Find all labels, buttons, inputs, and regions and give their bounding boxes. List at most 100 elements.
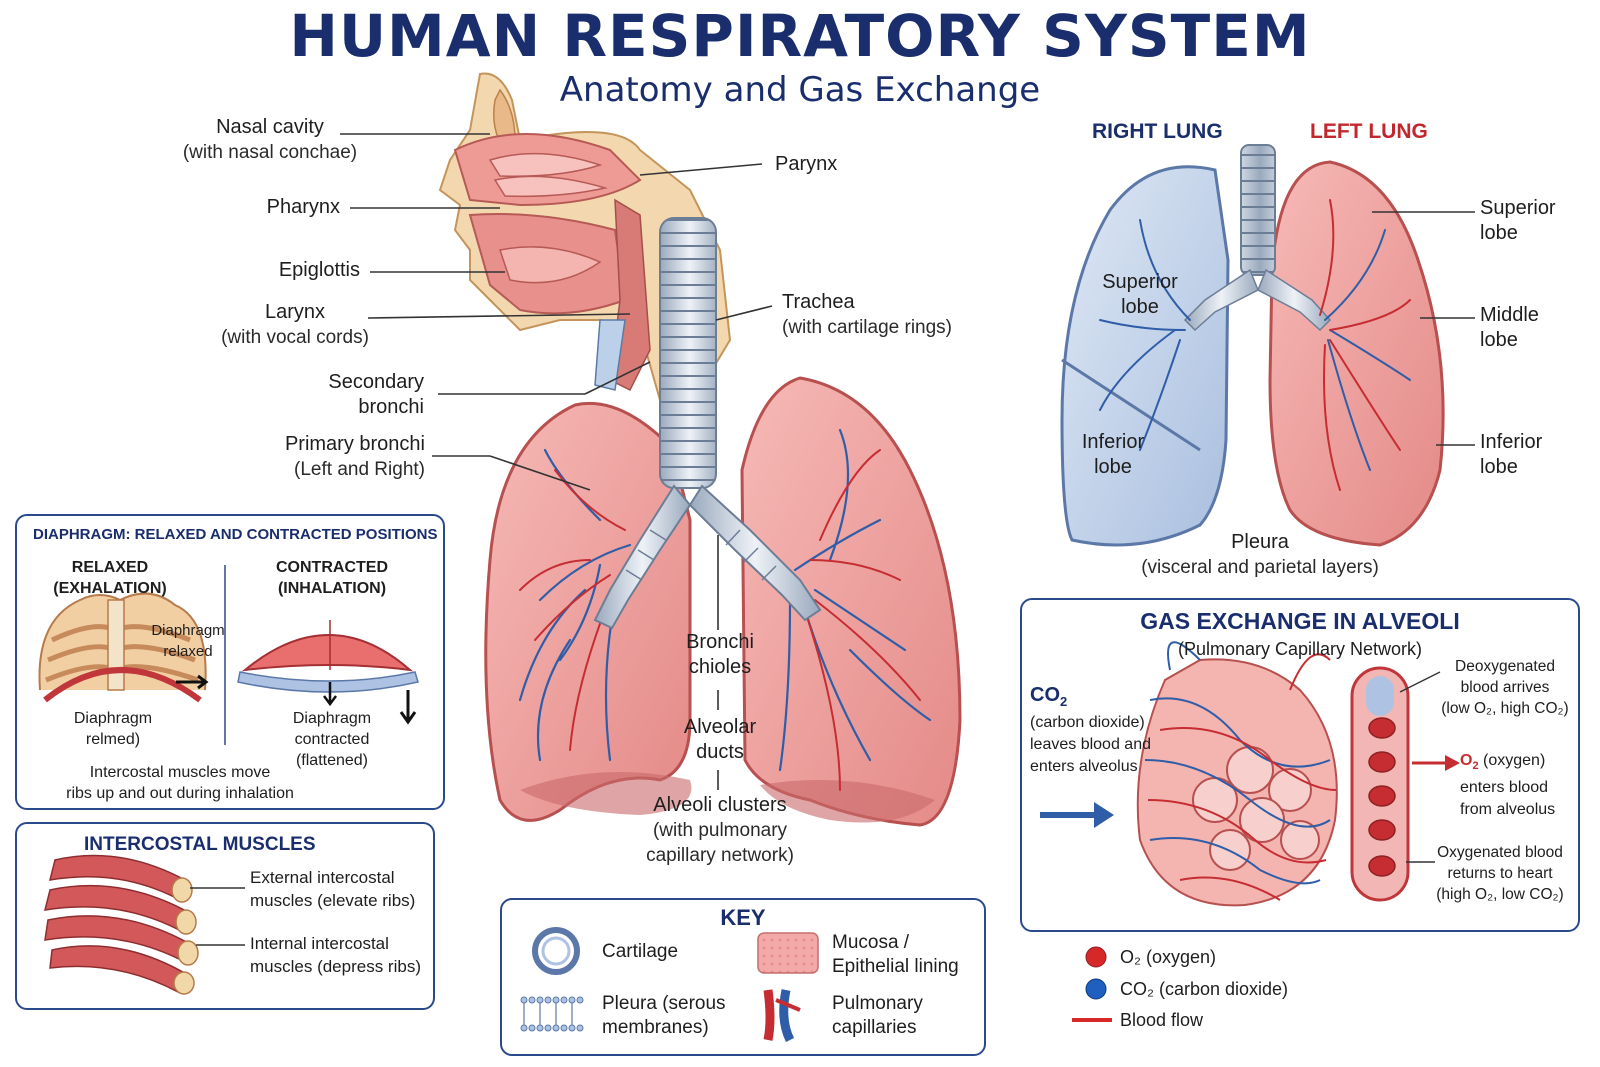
o2-line1: O2 (oxygen) xyxy=(1460,750,1555,777)
label-alveoli-line1: Alveoli clusters xyxy=(653,794,787,816)
label-left-superior-line2: lobe xyxy=(1480,222,1518,244)
leader-lines xyxy=(340,133,773,790)
right-lung-heading: RIGHT LUNG xyxy=(1092,120,1223,143)
internal-intercostal-label: Internal intercostal muscles (depress ri… xyxy=(250,932,421,978)
intercostal-panel xyxy=(15,822,435,1010)
label-secondary-bronchi: Secondary bronchi xyxy=(300,370,424,420)
label-alveolar-ducts-line1: Alveolar xyxy=(683,716,757,738)
o2-desc-line2: enters blood xyxy=(1460,779,1549,797)
legend-o2-label: O₂ (oxygen) xyxy=(1120,947,1217,967)
label-primary-bronchi-title: Primary bronchi xyxy=(284,433,425,455)
diaphragm-relaxed-label: Diaphragm relaxed xyxy=(150,620,226,662)
key-capillaries-line1: Pulmonary xyxy=(832,993,923,1014)
label-middle-lobe-line1: Middle xyxy=(1480,304,1539,326)
deoxygenated-line1: Deoxygenated xyxy=(1455,658,1555,675)
label-middle-lobe: Middle lobe xyxy=(1480,303,1539,353)
diaphragm-relmed-label: Diaphragm relmed) xyxy=(58,708,168,750)
external-intercostal-line2: muscles (elevate ribs) xyxy=(250,891,416,910)
key-capillaries-line2: capillaries xyxy=(832,1017,917,1038)
label-superior-lobe-line1: Superior xyxy=(1102,271,1178,293)
diaphragm-contracted-line1: Diaphragm xyxy=(292,710,372,727)
intercostal-note: Intercostal muscles move ribs up and out… xyxy=(40,762,320,804)
gas-exchange-title: GAS EXCHANGE IN ALVEOLI xyxy=(1140,608,1460,634)
label-left-inferior-line1: Inferior xyxy=(1480,431,1543,453)
label-nasal-cavity: Nasal cavity (with nasal conchae) xyxy=(180,115,360,165)
intercostal-note-line1: Intercostal muscles move xyxy=(89,764,271,781)
label-inferior-lobe-left-lung: Inferior lobe xyxy=(1480,430,1542,480)
legend-marks xyxy=(1072,946,1112,1022)
key-mucosa-label: Mucosa / Epithelial lining xyxy=(832,931,959,979)
head-sagittal-section xyxy=(438,72,732,402)
label-trachea-title: Trachea xyxy=(782,291,855,313)
intercostal-illustration xyxy=(43,854,245,995)
oxygenated-label: Oxygenated blood returns to heart (high … xyxy=(1430,842,1570,905)
label-primary-bronchi: Primary bronchi (Left and Right) xyxy=(265,432,425,482)
co2-subscript: 2 xyxy=(1060,694,1068,709)
label-inferior-lobe-line1: Inferior xyxy=(1081,431,1145,453)
key-mucosa-line1: Mucosa / xyxy=(832,932,910,953)
label-pleura-sub: (visceral and parietal layers) xyxy=(1141,557,1379,578)
label-alveolar-ducts-line2: ducts xyxy=(696,741,744,763)
co2-desc-line3: enters alveolus xyxy=(1030,758,1138,775)
page-subtitle: Anatomy and Gas Exchange xyxy=(559,70,1041,110)
label-nasal-cavity-sub: (with nasal conchae) xyxy=(182,142,358,163)
key-capillaries-label: Pulmonary capillaries xyxy=(832,992,923,1040)
oxygenated-line2: returns to heart xyxy=(1447,865,1553,882)
o2-desc-line1: (oxygen) xyxy=(1483,752,1546,769)
diaphragm-relmed-line2: relmed) xyxy=(85,731,141,748)
relaxed-heading-line1: RELAXED xyxy=(71,559,149,576)
co2-desc-line1: (carbon dioxide) xyxy=(1030,714,1145,731)
deoxygenated-line2: blood arrives xyxy=(1460,679,1550,696)
oxygenated-line3: (high O₂, low CO₂) xyxy=(1436,886,1564,903)
co2-desc-line2: leaves blood and xyxy=(1030,736,1151,753)
co2-heading: CO2 xyxy=(1030,684,1067,709)
key-mucosa-line2: Epithelial lining xyxy=(832,956,959,977)
key-pleura-label: Pleura (serous membranes) xyxy=(602,992,726,1040)
diaphragm-panel xyxy=(15,514,445,810)
external-intercostal-line1: External intercostal xyxy=(250,868,395,887)
intercostal-panel-title: INTERCOSTAL MUSCLES xyxy=(84,834,316,855)
diaphragm-relaxed-line1: Diaphragm xyxy=(151,622,225,639)
co2-description: (carbon dioxide) leaves blood and enters… xyxy=(1030,712,1151,778)
label-secondary-bronchi-line1: Secondary xyxy=(328,371,424,393)
label-alveoli-line3: capillary network) xyxy=(646,845,794,866)
key-pleura-line1: Pleura (serous xyxy=(602,993,726,1014)
label-epiglottis: Epiglottis xyxy=(278,259,360,281)
diaphragm-contracted-label: Diaphragm contracted (flattened) xyxy=(272,708,392,771)
diaphragm-contracted-line3: (flattened) xyxy=(295,752,369,769)
page-title: HUMAN RESPIRATORY SYSTEM xyxy=(289,2,1311,70)
diaphragm-contracted-line2: contracted xyxy=(294,731,370,748)
contracted-heading-line1: CONTRACTED xyxy=(276,559,388,576)
label-trachea: Trachea (with cartilage rings) xyxy=(782,290,952,340)
label-secondary-bronchi-line2: bronchi xyxy=(358,396,424,418)
legend-blood-flow-label: Blood flow xyxy=(1120,1010,1204,1030)
o2-symbol-letter: O xyxy=(1460,752,1473,769)
label-superior-lobe-left-lung: Superior lobe xyxy=(1480,196,1556,246)
o2-label: O2 (oxygen) enters blood from alveolus xyxy=(1460,750,1555,821)
label-larynx: Larynx (with vocal cords) xyxy=(205,300,385,350)
gas-exchange-subtitle: (Pulmonary Capillary Network) xyxy=(1177,639,1423,659)
label-inferior-lobe-right-lung: Inferior lobe xyxy=(1068,430,1158,480)
trachea-bronchi xyxy=(593,217,822,630)
key-cartilage-label: Cartilage xyxy=(602,941,679,962)
o2-desc-line3: from alveolus xyxy=(1460,801,1556,819)
relaxed-heading-line2: (EXHALATION) xyxy=(53,580,167,597)
deoxygenated-label: Deoxygenated blood arrives (low O₂, high… xyxy=(1440,656,1570,719)
diaphragm-illustrations xyxy=(38,565,419,745)
label-alveoli-line2: (with pulmonary xyxy=(652,820,788,841)
key-panel xyxy=(500,898,986,1056)
label-bronchioles-line1: Bronchi xyxy=(686,631,754,653)
relaxed-heading: RELAXED (EXHALATION) xyxy=(40,557,180,599)
left-lung-heading: LEFT LUNG xyxy=(1310,120,1428,143)
lungs-lobes-illustration xyxy=(1060,144,1475,547)
center-lungs xyxy=(484,376,962,827)
label-bronchioles: Bronchi chioles xyxy=(660,630,780,680)
label-trachea-sub: (with cartilage rings) xyxy=(782,317,952,338)
gas-exchange-illustration xyxy=(1040,641,1460,907)
label-pharynx: Pharynx xyxy=(266,196,340,218)
key-panel-title: KEY xyxy=(720,905,766,930)
contracted-heading: CONTRACTED (INHALATION) xyxy=(262,557,402,599)
label-pleura-title: Pleura xyxy=(1231,531,1289,553)
o2-symbol: O2 xyxy=(1460,752,1479,772)
diaphragm-panel-title: DIAPHRAGM: RELAXED AND CONTRACTED POSITI… xyxy=(33,526,438,543)
